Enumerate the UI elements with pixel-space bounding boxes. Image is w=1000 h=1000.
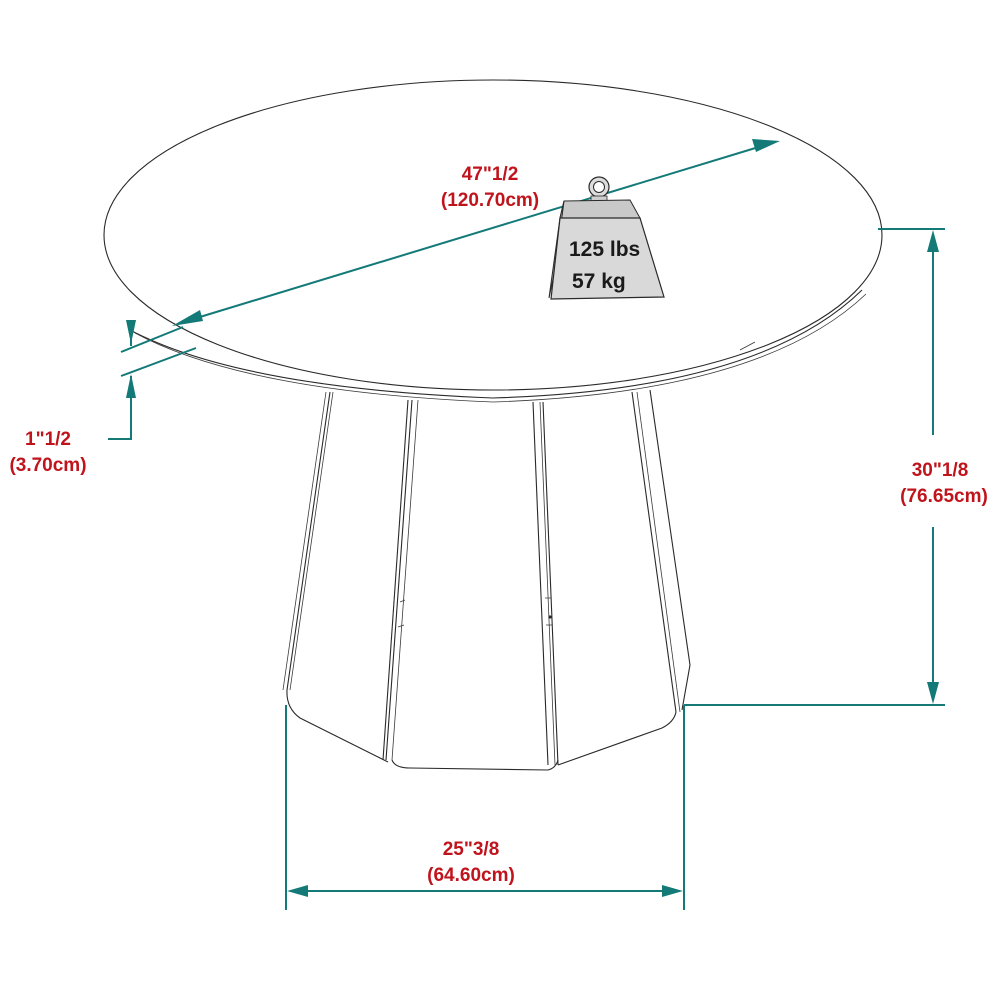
- height-metric-label: (76.65cm): [900, 486, 988, 507]
- diameter-dimension-line: [172, 139, 780, 326]
- thickness-metric-label: (3.70cm): [9, 455, 86, 476]
- weight-kg-label: 57 kg: [572, 270, 626, 293]
- table-top: [103, 79, 883, 403]
- thickness-dimension-line: [108, 320, 197, 440]
- height-dimension-line: [684, 228, 945, 706]
- thickness-imperial-label: 1"1/2: [25, 429, 71, 450]
- base-width-dimension-line: [285, 705, 685, 910]
- weight-lbs-label: 125 lbs: [569, 238, 640, 261]
- base-width-metric-label: (64.60cm): [427, 865, 515, 886]
- base-width-imperial-label: 25"3/8: [443, 839, 500, 860]
- diameter-metric-label: (120.70cm): [441, 190, 539, 211]
- height-imperial-label: 30"1/8: [912, 460, 969, 481]
- diameter-imperial-label: 47"1/2: [462, 164, 519, 185]
- pedestal-base: [282, 389, 691, 771]
- weight-icon: [548, 176, 665, 300]
